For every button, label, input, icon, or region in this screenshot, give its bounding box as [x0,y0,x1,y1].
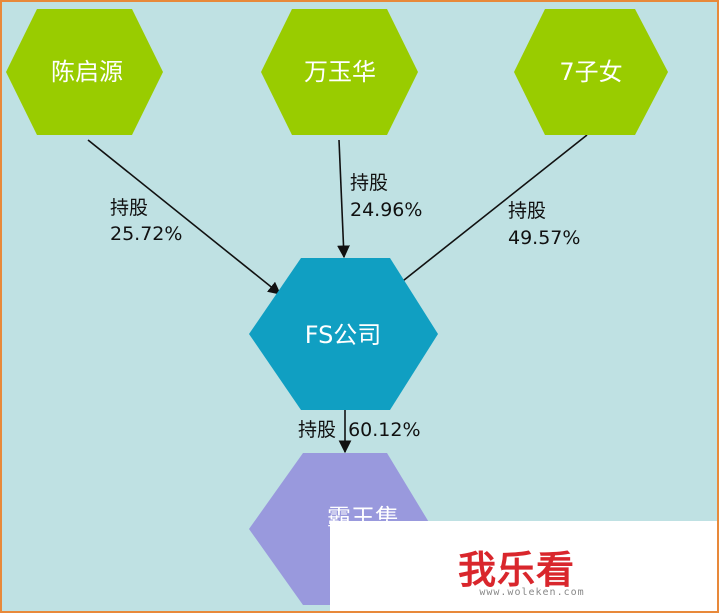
node-wan-yuhua-label: 万玉华 [304,58,376,86]
edge-wan-to-fs [337,139,350,259]
edge-children-label-line2: 49.57% [508,227,580,249]
edge-fs-label: 持股 60.12% [298,419,421,441]
watermark-url: www.woleken.com [479,587,585,598]
edge-wan-label-line1: 持股 [350,172,388,194]
node-wan-yuhua: 万玉华 [261,9,418,135]
edge-wan-label-line2: 24.96% [350,199,422,221]
node-chen-qiyuan: 陈启源 [6,9,163,135]
node-fs-company: FS公司 [249,258,438,410]
node-fs-company-label: FS公司 [305,321,382,349]
edge-chen-label-line1: 持股 [110,197,148,219]
watermark-overlay: 我乐看 www.woleken.com [330,521,717,611]
watermark-logo: 我乐看 [458,548,576,592]
node-seven-children-label: 7子女 [559,58,622,86]
edge-children-label-line1: 持股 [508,200,546,222]
edge-chen-label-line2: 25.72% [110,223,182,245]
node-seven-children: 7子女 [514,9,668,135]
node-chen-qiyuan-label: 陈启源 [51,58,123,86]
edge-chen-to-fs [87,139,281,295]
edge-children-to-fs [392,134,588,289]
